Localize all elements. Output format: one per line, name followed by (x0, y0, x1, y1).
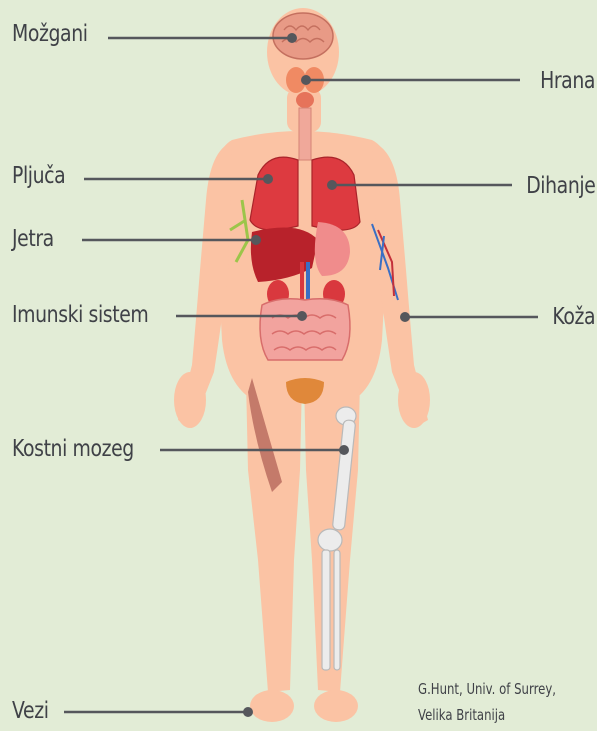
label-brain: Možgani (12, 23, 88, 46)
label-breathing: Dihanje (526, 175, 595, 198)
label-lungs: Pljuča (12, 165, 65, 188)
label-skin: Koža (552, 306, 595, 329)
credit-line-2: Velika Britanija (418, 702, 556, 728)
label-liver: Jetra (12, 228, 54, 251)
credit-line-1: G.Hunt, Univ. of Surrey, (418, 676, 556, 702)
label-food: Hrana (540, 70, 595, 93)
image-credit: G.Hunt, Univ. of Surrey, Velika Britanij… (418, 676, 556, 728)
label-marrow: Kostni mozeg (12, 438, 134, 461)
intestines-illustration (260, 299, 350, 360)
label-ligaments: Vezi (12, 700, 49, 723)
brain-illustration (273, 13, 333, 59)
label-immune: Imunski sistem (12, 304, 148, 327)
